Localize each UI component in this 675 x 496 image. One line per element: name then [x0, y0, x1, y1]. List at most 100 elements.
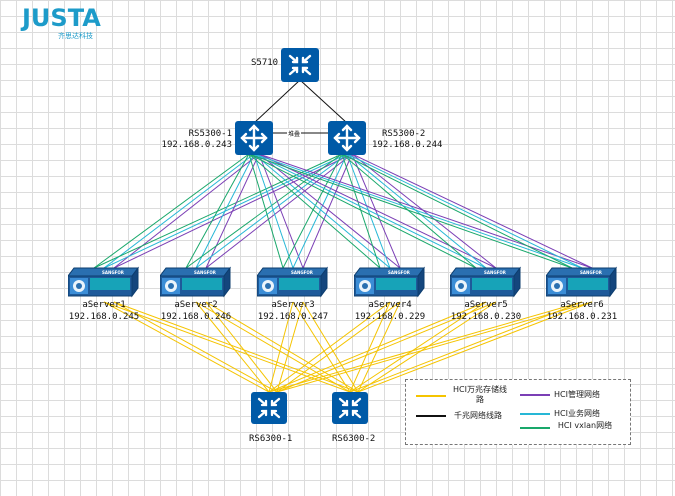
server-4-name: aServer4 — [368, 300, 412, 310]
storage-link-server-4-rs6300-2-b — [357, 301, 401, 393]
server-3-ip: 192.168.0.247 — [257, 312, 329, 322]
server-6-name: aServer6 — [560, 300, 604, 310]
server-6-ip: 192.168.0.231 — [546, 312, 618, 322]
logo-text: JUSTA — [22, 4, 101, 32]
server-brand-label: SANGFOR — [102, 270, 124, 275]
link-server-3-rs5300-2-net-1 — [282, 153, 343, 269]
storage-link-server-1-rs6300-2-b — [113, 301, 359, 393]
link-server-1-rs5300-1-net-1 — [93, 153, 250, 269]
storage-link-server-5-rs6300-1 — [268, 301, 487, 393]
storage-link-server-2-rs6300-1 — [195, 301, 270, 393]
storage-link-server-2-rs6300-1-b — [205, 301, 278, 393]
server-3-name: aServer3 — [271, 300, 315, 310]
server-2[interactable]: SANGFOR — [159, 264, 231, 298]
server-1-ip: 192.168.0.245 — [68, 312, 140, 322]
storage-link-server-6-rs6300-2 — [349, 301, 583, 393]
legend-gigabit-swatch — [416, 415, 446, 417]
server-1[interactable]: SANGFOR — [67, 264, 139, 298]
server-brand-label: SANGFOR — [194, 270, 216, 275]
link-s5710-rs5300-2 — [299, 79, 348, 124]
rs6300-1-label: RS6300-1 — [249, 434, 293, 444]
legend-storage-label: HCI万兆存储线路 — [453, 385, 507, 404]
link-server-1-rs5300-1-net-3 — [113, 153, 260, 269]
link-server-6-rs5300-2-net-1 — [341, 153, 573, 269]
server-brand-label: SANGFOR — [484, 270, 506, 275]
legend-management-label: HCI管理网络 — [554, 390, 600, 399]
legend-vxlan-swatch — [520, 427, 550, 429]
storage-link-server-2-rs6300-2-b — [205, 301, 359, 393]
link-server-2-rs5300-1-net-1 — [185, 153, 250, 269]
link-server-3-rs5300-1-net-1 — [248, 153, 284, 269]
server-3[interactable]: SANGFOR — [256, 264, 328, 298]
justa-logo: JUSTA 齐思达科技 — [22, 4, 102, 40]
storage-link-server-5-rs6300-1-b — [276, 301, 497, 393]
storage-link-server-4-rs6300-1 — [268, 301, 391, 393]
server-5-ip: 192.168.0.230 — [450, 312, 522, 322]
server-1-name: aServer1 — [82, 300, 126, 310]
storage-link-server-6-rs6300-2-b — [357, 301, 593, 393]
server-brand-label: SANGFOR — [388, 270, 410, 275]
legend-gigabit-label: 千兆网络线路 — [454, 411, 502, 420]
legend: HCI万兆存储线路 千兆网络线路 HCI管理网络 HCI业务网络 HCI vxl… — [405, 379, 631, 445]
legend-business-swatch — [520, 413, 550, 415]
link-server-3-rs5300-2-net-2 — [292, 153, 348, 269]
server-brand-label: SANGFOR — [580, 270, 602, 275]
storage-link-server-3-rs6300-1-b — [276, 301, 304, 393]
link-server-6-rs5300-1-net-3 — [258, 153, 593, 269]
storage-link-server-3-rs6300-1 — [268, 301, 294, 393]
rs6300-2-switch-icon[interactable] — [332, 392, 368, 424]
link-server-5-rs5300-1-net-3 — [258, 153, 497, 269]
rs5300-2-router-icon[interactable] — [328, 121, 366, 155]
link-server-2-rs5300-2-net-2 — [195, 153, 348, 269]
storage-link-server-1-rs6300-2 — [103, 301, 351, 393]
rs5300-2-ip: 192.168.0.244 — [372, 140, 443, 150]
server-2-name: aServer2 — [174, 300, 218, 310]
link-server-4-rs5300-2-net-1 — [341, 153, 381, 269]
link-server-4-rs5300-1-net-2 — [253, 153, 391, 269]
rs5300-1-router-icon[interactable] — [235, 121, 273, 155]
link-server-3-rs5300-1-net-2 — [253, 153, 294, 269]
server-6[interactable]: SANGFOR — [545, 264, 617, 298]
rs5300-1-ip: 192.168.0.243 — [161, 140, 232, 150]
link-server-3-rs5300-1-net-3 — [258, 153, 304, 269]
link-server-3-rs5300-2-net-3 — [302, 153, 353, 269]
link-server-6-rs5300-1-net-2 — [253, 153, 583, 269]
server-4[interactable]: SANGFOR — [353, 264, 425, 298]
legend-vxlan-label: HCI vxlan网络 — [557, 421, 613, 430]
storage-link-server-4-rs6300-2 — [349, 301, 391, 393]
rs6300-1-switch-icon[interactable] — [251, 392, 287, 424]
link-server-2-rs5300-2-net-3 — [205, 153, 353, 269]
storage-link-server-6-rs6300-1-b — [276, 301, 593, 393]
server-2-ip: 192.168.0.246 — [160, 312, 232, 322]
s5710-switch-icon[interactable] — [281, 48, 319, 82]
server-brand-label: SANGFOR — [291, 270, 313, 275]
storage-link-server-1-rs6300-1 — [103, 301, 270, 393]
storage-link-server-5-rs6300-2 — [349, 301, 487, 393]
link-server-1-rs5300-1-net-2 — [103, 153, 255, 269]
link-server-6-rs5300-2-net-2 — [346, 153, 583, 269]
server-5[interactable]: SANGFOR — [449, 264, 521, 298]
storage-link-server-4-rs6300-1-b — [276, 301, 401, 393]
link-server-2-rs5300-1-net-3 — [205, 153, 260, 269]
link-server-4-rs5300-2-net-3 — [351, 153, 401, 269]
logo-subtitle: 齐思达科技 — [58, 32, 93, 40]
legend-storage-swatch — [416, 395, 446, 397]
storage-link-server-1-rs6300-1-b — [113, 301, 278, 393]
s5710-label: S5710 — [251, 58, 279, 68]
link-server-4-rs5300-2-net-2 — [346, 153, 391, 269]
link-server-2-rs5300-2-net-1 — [185, 153, 343, 269]
rs5300-2-label: RS5300-2 — [382, 129, 426, 139]
legend-business-label: HCI业务网络 — [554, 409, 600, 418]
link-server-4-rs5300-1-net-3 — [258, 153, 401, 269]
link-server-4-rs5300-1-net-1 — [248, 153, 381, 269]
server-5-name: aServer5 — [464, 300, 508, 310]
link-s5710-rs5300-1 — [253, 79, 301, 124]
link-server-6-rs5300-1-net-1 — [248, 153, 573, 269]
storage-link-server-3-rs6300-2 — [292, 301, 351, 393]
storage-link-server-6-rs6300-1 — [268, 301, 583, 393]
rs5300-1-label: RS5300-1 — [188, 129, 232, 139]
rs6300-2-label: RS6300-2 — [332, 434, 376, 444]
legend-management-swatch — [520, 394, 550, 396]
